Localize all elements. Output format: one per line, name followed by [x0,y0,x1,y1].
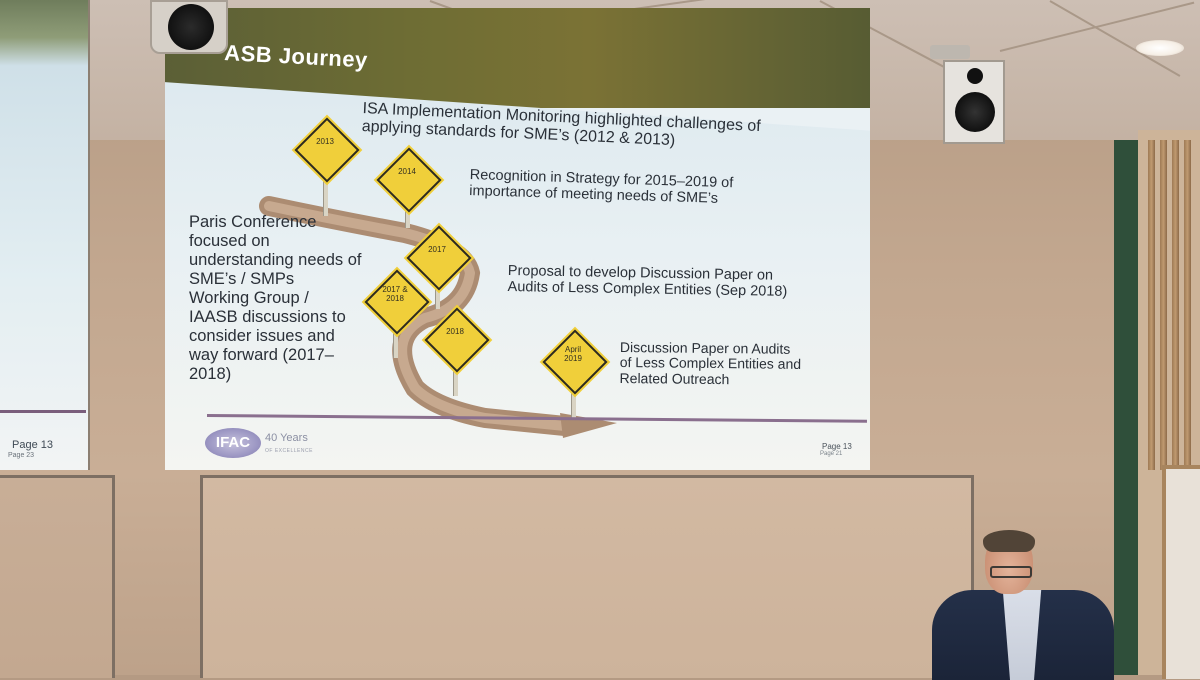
ceiling-light [1136,40,1184,56]
milestone-sign-2018: 2018 [424,307,490,396]
slide-page-sub: Page 21 [820,451,843,457]
ifac-logo: IFAC [205,428,261,458]
logo-tagline: OF EXCELLENCE [265,448,313,454]
left-page-sub: Page 23 [8,452,35,459]
milestone-sign-2013: 2013 [294,117,360,216]
logo-years: 40 Years [265,432,308,444]
milestone-text-2018: Proposal to develop Discussion Paper on … [507,263,788,300]
milestone-sign-april-2019: April 2019 [542,329,608,418]
left-projection-screen: Page 13 Page 23 [0,0,90,470]
milestone-sign-2017: 2017 [406,225,472,309]
milestone-text-2019: Discussion Paper on Audits of Less Compl… [619,339,802,387]
whiteboard [200,475,974,678]
wall-speaker-right [943,60,1005,144]
glasses [990,566,1032,578]
milestone-sign-2014: 2014 [376,147,442,228]
milestone-sign-2017-2018: 2017 & 2018 [364,269,430,358]
green-pillar [1114,140,1138,675]
slide-page-label: Page 13 [822,442,852,451]
left-wall-panel [0,475,115,678]
milestone-text-2017: Paris Conference focused on understandin… [189,213,362,383]
ceiling-speaker-left [150,0,228,54]
door-frame [1162,465,1200,679]
speaker-mount [930,45,970,59]
projected-slide: ASB Journey 2013 2014 2017 2017 & 2018 2… [165,8,870,470]
left-page-label: Page 13 [12,439,53,451]
presenter [928,528,1118,680]
slide-body [165,82,870,470]
